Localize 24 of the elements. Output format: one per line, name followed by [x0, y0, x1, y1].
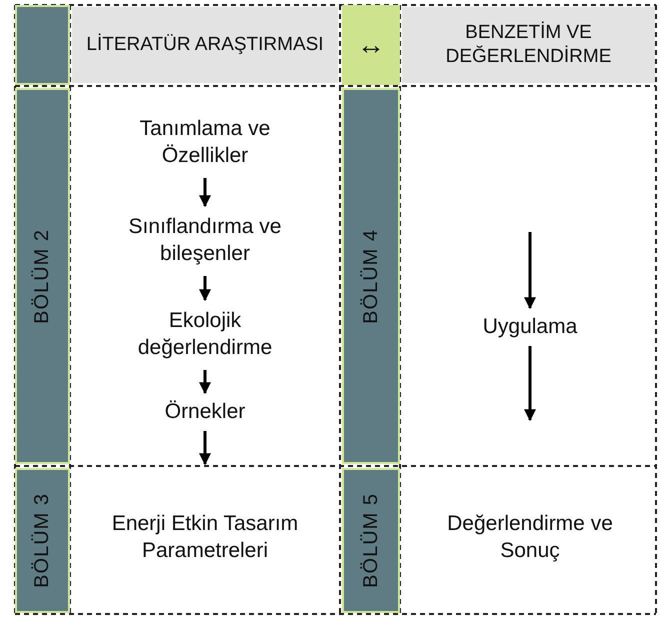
step-text: Tanımlama ve Özellikler	[105, 110, 305, 174]
step-text: Örnekler	[130, 395, 280, 427]
step-text: Sınıflandırma ve bileşenler	[100, 208, 310, 272]
chapter-bar	[15, 88, 70, 464]
chapter-bar	[342, 468, 400, 613]
step-text: Uygulama	[430, 310, 630, 342]
chapter-label: BÖLÜM 2	[31, 228, 54, 324]
result-text: Değerlendirme ve Sonuç	[420, 505, 640, 569]
arrow	[524, 346, 536, 422]
result-text: Enerji Etkin Tasarım Parametreleri	[80, 505, 330, 569]
arrow	[199, 178, 211, 208]
chapter-bar	[342, 88, 400, 464]
arrow	[199, 370, 211, 394]
step-text: Ekolojik değerlendirme	[105, 302, 305, 366]
chapter-label: BÖLÜM 4	[360, 228, 382, 324]
arrow	[199, 276, 211, 302]
chapter-bar	[15, 468, 70, 613]
arrow	[199, 431, 211, 466]
arrow	[524, 232, 536, 310]
section-block	[15, 5, 70, 85]
column-header: BENZETİM VE DEĞERLENDİRME	[402, 7, 655, 83]
column-header: LİTERATÜR ARAŞTIRMASI	[72, 7, 338, 83]
chapter-label: BÖLÜM 5	[360, 493, 382, 588]
chapter-label: BÖLÜM 3	[31, 493, 54, 588]
